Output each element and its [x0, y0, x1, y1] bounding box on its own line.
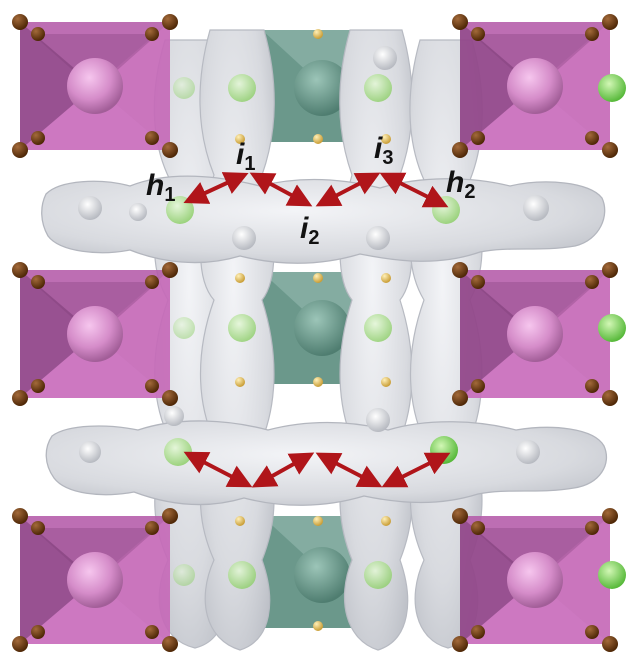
site-labels: h1 i1 i2 i3 h2: [146, 132, 475, 249]
arrow-lower-4: [381, 452, 451, 488]
iso-band-lower: [45, 420, 608, 506]
octahedron-top-left: [12, 14, 178, 158]
gold-atoms: [235, 29, 391, 631]
edge-green-atom: [598, 74, 626, 102]
edge-green-atom: [598, 561, 626, 589]
iso-band-upper: [41, 175, 606, 264]
arrow-lower-2: [251, 452, 315, 488]
octahedron-bottom-right: [452, 508, 618, 652]
arrow-i3-h2: [379, 172, 449, 208]
arrow-h1-i1: [183, 172, 249, 204]
label-h2: h2: [446, 166, 475, 203]
label-i3: i3: [374, 132, 393, 169]
arrow-lower-3: [315, 452, 383, 488]
hop-arrows: [183, 172, 451, 488]
purple-octahedra: [12, 14, 626, 652]
octahedron-middle-left: [12, 262, 178, 406]
octahedron-top-right: [452, 14, 618, 158]
arrow-i1-i2: [249, 172, 313, 207]
label-i2: i2: [300, 212, 319, 249]
label-h1: h1: [146, 169, 175, 206]
label-i1: i1: [236, 138, 255, 175]
gray-atoms: [78, 46, 549, 464]
edge-green-atom: [598, 314, 626, 342]
octahedron-middle-right: [452, 262, 618, 406]
arrow-lower-1: [183, 451, 253, 488]
octahedron-bottom-left: [12, 508, 178, 652]
arrow-i2-i3: [315, 172, 381, 207]
